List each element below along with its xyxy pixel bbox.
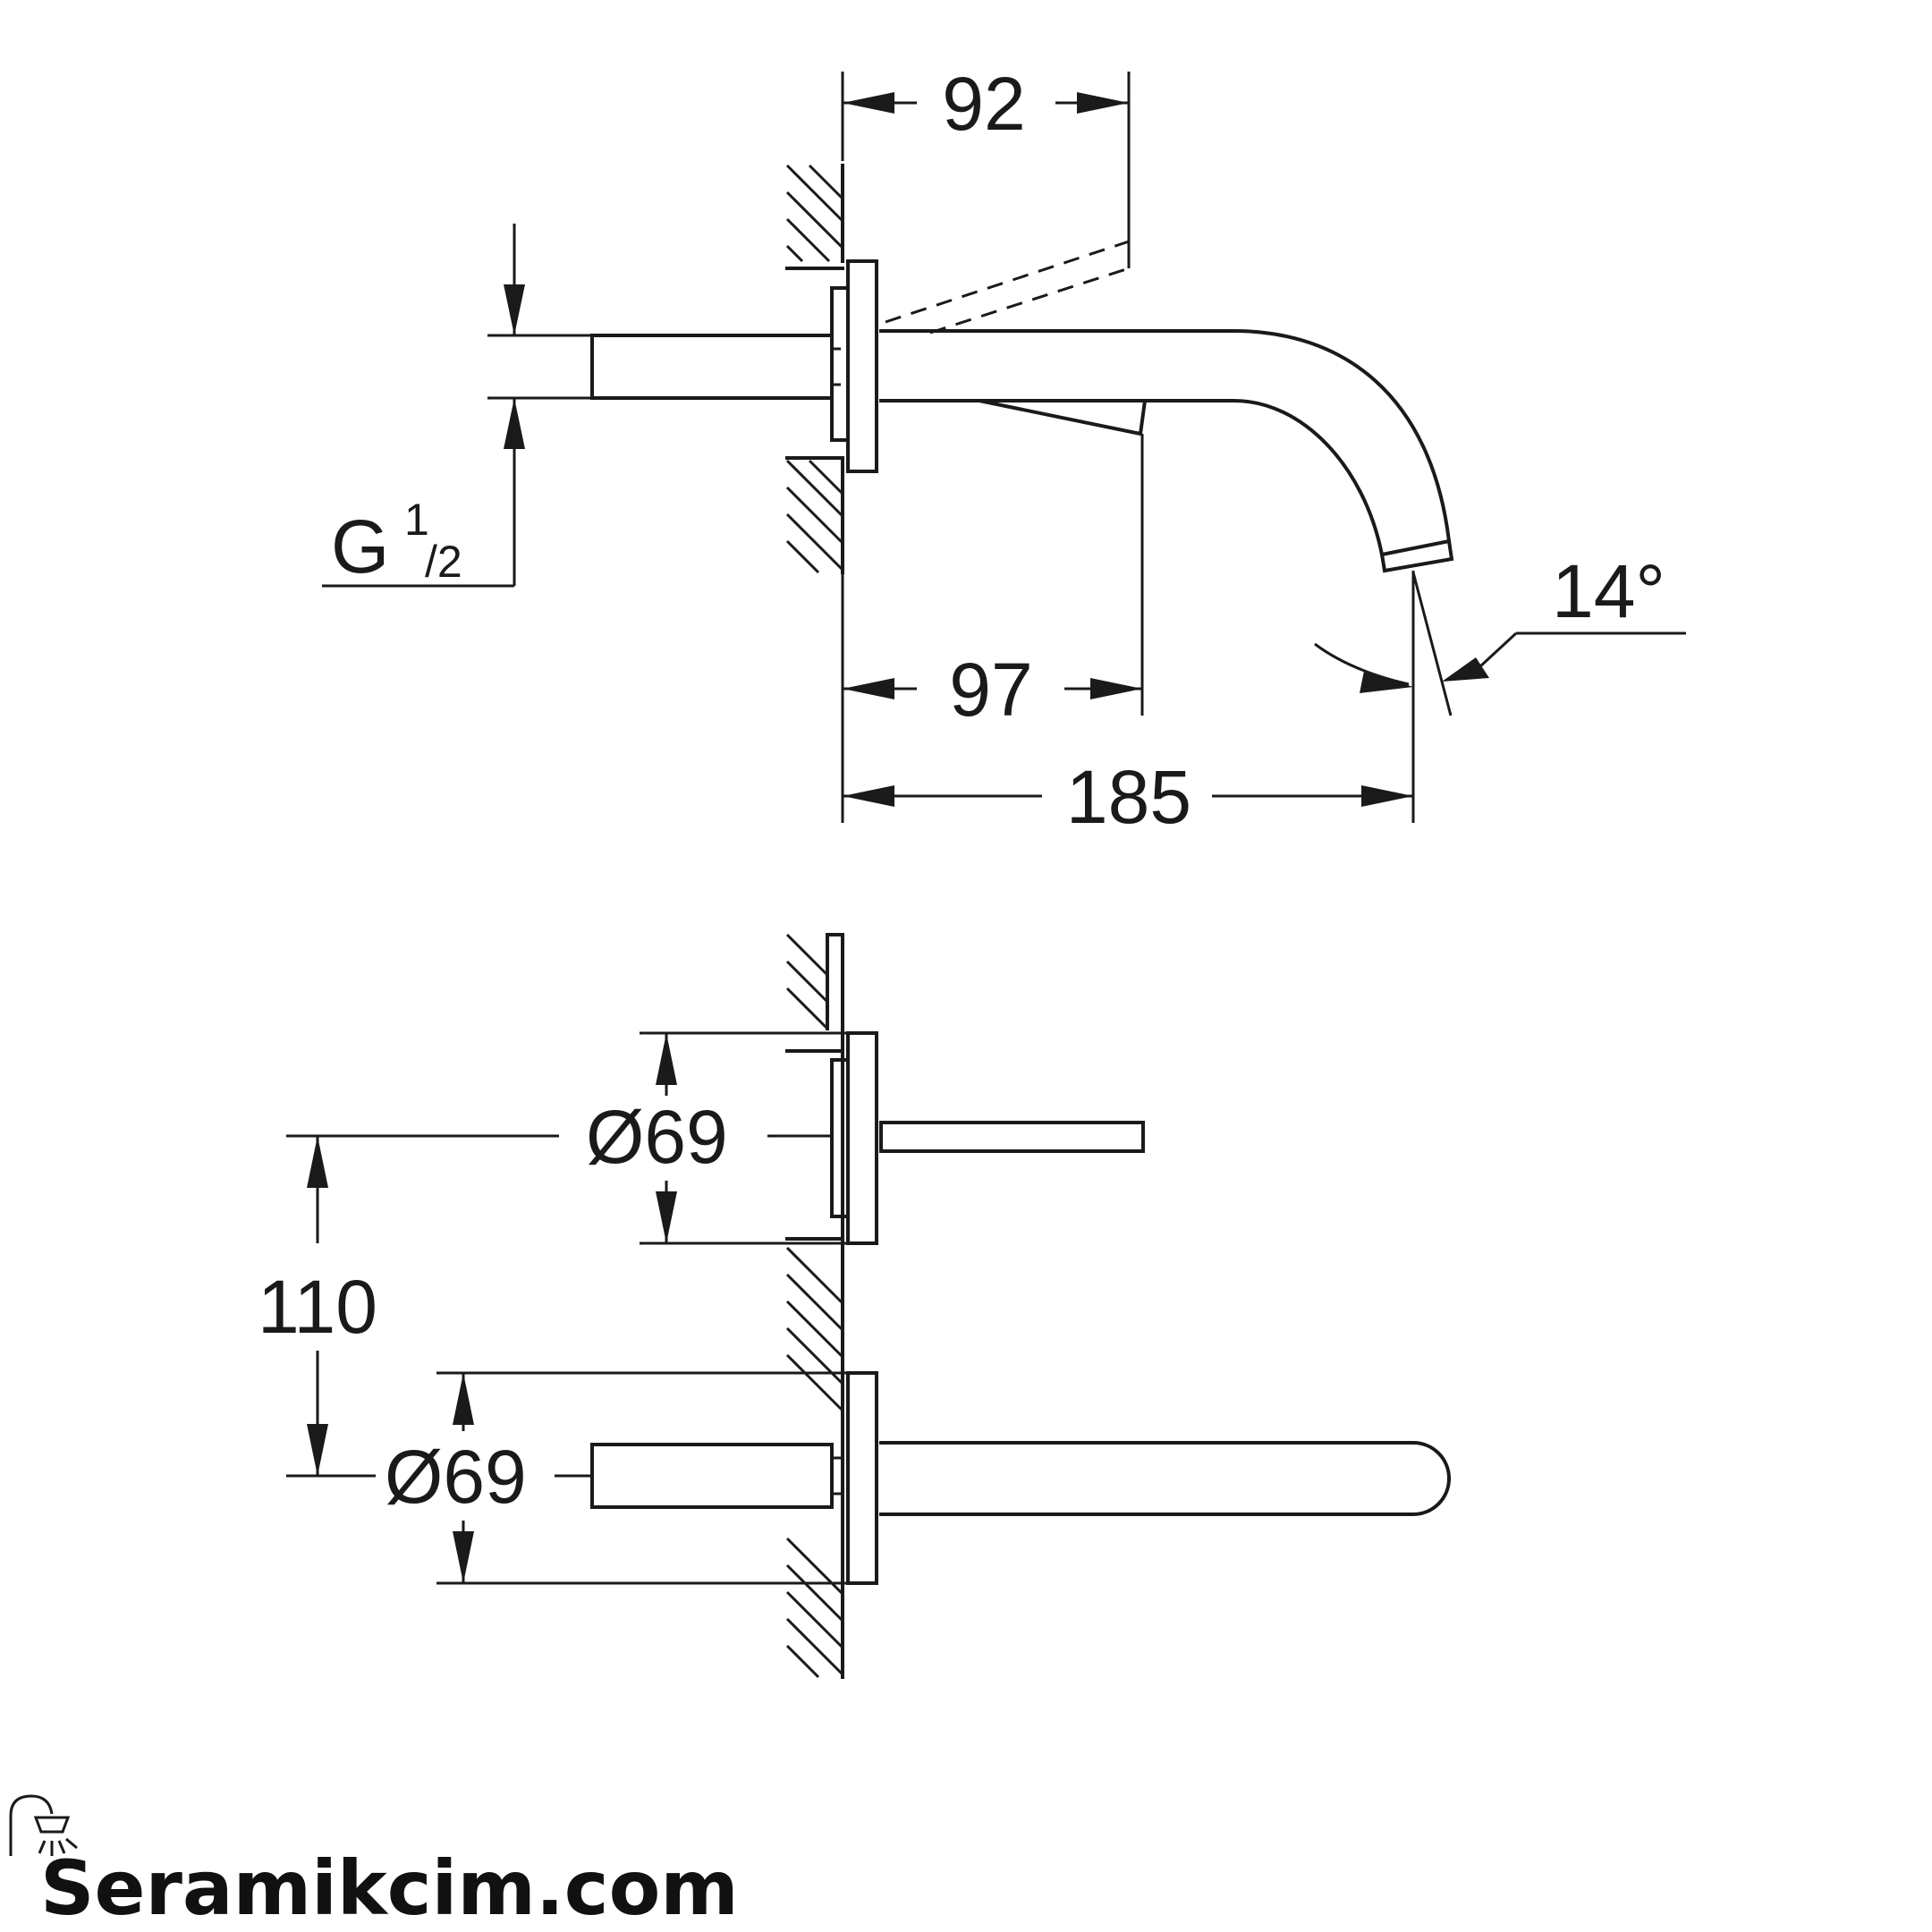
dimension-185: 185 <box>841 571 1415 839</box>
dimension-label-110: 110 <box>258 1265 377 1349</box>
dimension-92: 92 <box>841 62 1131 242</box>
wall-hatching-bottom <box>785 933 844 1679</box>
spout-wedge <box>979 399 1148 436</box>
diameter-label-lower: Ø69 <box>385 1435 527 1519</box>
shower-head-icon <box>9 1794 78 1856</box>
aerator <box>1379 538 1454 573</box>
dimension-angle: 14° <box>1314 549 1686 716</box>
dimension-label-92: 92 <box>942 62 1025 146</box>
wall-hatching-top <box>785 164 844 574</box>
dimension-97: 97 <box>841 434 1144 732</box>
front-elevation-view: Ø69 110 Ø69 <box>258 933 1451 1679</box>
escutcheon-upper <box>830 1031 1145 1245</box>
thread-label-num: 1 <box>404 495 429 545</box>
dimension-diameter-lower: Ø69 <box>385 1371 848 1585</box>
watermark: Seramikcim.com <box>9 1794 739 1932</box>
side-elevation-view: 92 G 1 /2 97 <box>322 62 1686 839</box>
angle-label: 14° <box>1552 549 1665 633</box>
diameter-label-upper: Ø69 <box>586 1095 728 1179</box>
dimension-110: 110 <box>258 1134 559 1478</box>
spout-front <box>879 1441 1451 1516</box>
pipe-stub-bottom <box>590 1443 834 1509</box>
handle-lever <box>879 1121 1145 1153</box>
spout-outline <box>879 329 1452 544</box>
dimension-thread: G 1 /2 <box>322 224 592 589</box>
thread-label-den: /2 <box>425 537 462 587</box>
dimension-diameter-upper: Ø69 <box>586 1031 848 1245</box>
dimension-label-97: 97 <box>949 648 1032 732</box>
escutcheon-lower <box>590 1371 1451 1585</box>
escutcheon-plate-top <box>830 259 878 473</box>
watermark-text: Seramikcim.com <box>40 1844 739 1932</box>
pipe-stub-top <box>590 334 834 400</box>
dimension-label-185: 185 <box>1066 755 1191 839</box>
thread-label-g: G <box>331 504 389 589</box>
